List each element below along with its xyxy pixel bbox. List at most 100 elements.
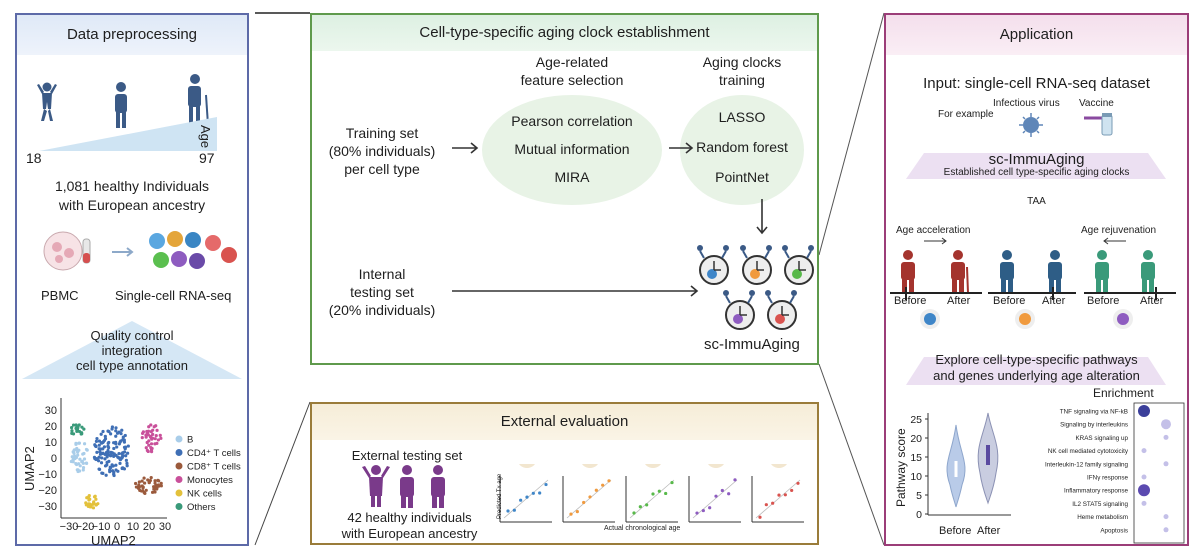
umap-point bbox=[70, 431, 74, 435]
umap-point bbox=[121, 438, 125, 442]
umap-point bbox=[145, 448, 149, 453]
umap-x-tick: 30 bbox=[159, 521, 171, 533]
violin-y-tick: 15 bbox=[910, 452, 922, 464]
legend-label: CD8⁺ T cells bbox=[187, 462, 241, 473]
umap-point bbox=[69, 459, 73, 464]
pathway-label: TNF signaling via NF-kB bbox=[1060, 409, 1128, 416]
umap-point bbox=[84, 461, 89, 465]
umap-point bbox=[153, 479, 157, 483]
legend-label: Others bbox=[187, 502, 216, 513]
test-set-line-1: Internal bbox=[358, 266, 406, 282]
eval-scatter bbox=[751, 464, 804, 523]
person-figure-icon bbox=[1095, 250, 1109, 293]
umap-point bbox=[156, 438, 160, 442]
train-set-line-3: per cell type bbox=[344, 161, 420, 177]
umap-point bbox=[72, 451, 76, 455]
umap-point bbox=[118, 457, 123, 462]
umap-point bbox=[153, 490, 157, 494]
umap-point bbox=[93, 443, 97, 447]
umap-point bbox=[82, 442, 87, 446]
external-evaluation-illustration bbox=[362, 464, 804, 523]
arrow-to-training-icon bbox=[669, 142, 694, 154]
umap-point bbox=[154, 433, 158, 438]
pathway-label: Signaling by interleukins bbox=[1060, 422, 1128, 429]
training-ellipse bbox=[680, 95, 804, 205]
umap-point bbox=[153, 437, 157, 441]
umap-point bbox=[140, 431, 145, 436]
umap-point bbox=[99, 432, 103, 436]
umap-point bbox=[77, 423, 81, 427]
umap-point bbox=[147, 443, 151, 447]
test-set-line-2: testing set bbox=[350, 284, 414, 300]
umap-point bbox=[107, 446, 111, 450]
umap-point bbox=[125, 464, 129, 468]
violin-y-tick: 0 bbox=[916, 509, 922, 521]
vaccine-icon bbox=[1084, 113, 1113, 136]
legend-label: B bbox=[187, 435, 193, 446]
umap-x-tick: 10 bbox=[127, 521, 139, 533]
umap-point bbox=[149, 442, 154, 446]
feature-methods-list: Pearson correlation Mutual information M… bbox=[487, 113, 657, 197]
enrichment-dot bbox=[1141, 500, 1147, 506]
before-label-1: Before bbox=[894, 295, 927, 307]
umap-point bbox=[146, 429, 151, 433]
eval-scatter bbox=[688, 464, 741, 523]
feature-method-0: Pearson correlation bbox=[511, 113, 633, 129]
umap-point bbox=[145, 440, 149, 445]
umap-x-tick: 20 bbox=[143, 521, 155, 533]
umap-point bbox=[116, 455, 120, 459]
enrichment-dot bbox=[1161, 419, 1171, 430]
acceleration-label: Age acceleration bbox=[896, 225, 971, 236]
umap-point bbox=[126, 451, 130, 455]
person-figure-icon bbox=[951, 250, 969, 294]
umap-point bbox=[114, 434, 118, 438]
umap-point bbox=[100, 451, 104, 456]
before-label-2: Before bbox=[993, 295, 1026, 307]
umap-y-tick: 20 bbox=[45, 421, 57, 433]
umap-x-tick: 0 bbox=[114, 521, 120, 533]
violin-xlabel-after: After bbox=[977, 525, 1001, 537]
preprocessing-title: Data preprocessing bbox=[66, 26, 198, 43]
umap-point bbox=[152, 425, 156, 429]
clock-icon bbox=[782, 245, 814, 285]
arrow-icon bbox=[112, 247, 134, 257]
umap-point bbox=[157, 479, 161, 483]
umap-point bbox=[82, 451, 86, 456]
aging-clocks-illustration bbox=[697, 245, 814, 330]
umap-point bbox=[81, 468, 85, 472]
umap-point bbox=[95, 436, 99, 441]
umap-point bbox=[147, 480, 152, 485]
umap-point bbox=[115, 445, 119, 449]
umap-x-tick: −20 bbox=[76, 521, 95, 533]
enrichment-dot bbox=[1138, 405, 1150, 417]
before-label-3: Before bbox=[1087, 295, 1120, 307]
umap-point bbox=[94, 439, 99, 444]
age-label: Age bbox=[198, 125, 213, 149]
umap-point bbox=[134, 481, 138, 486]
legend-label: CD4⁺ T cells bbox=[187, 448, 241, 459]
umap-point bbox=[144, 433, 148, 437]
umap-point bbox=[114, 426, 118, 430]
umap-point bbox=[107, 459, 111, 463]
umap-point bbox=[141, 489, 145, 493]
pathway-label: Apoptosis bbox=[1100, 527, 1128, 534]
feature-selection-heading: Age-related feature selection bbox=[487, 53, 657, 89]
umap-point bbox=[71, 423, 76, 427]
after-label-1: After bbox=[947, 295, 971, 307]
enrichment-dot bbox=[1138, 484, 1150, 497]
external-panel: External evaluation External testing set… bbox=[310, 402, 819, 545]
example-label: For example bbox=[938, 109, 994, 120]
umap-point bbox=[117, 451, 121, 456]
umap-point bbox=[153, 481, 157, 485]
model-banner bbox=[906, 153, 1166, 179]
umap-point bbox=[97, 439, 102, 443]
pathway-label: NK cell mediated cytotoxicity bbox=[1048, 448, 1129, 455]
umap-point bbox=[120, 466, 124, 470]
eval-xlabel: Actual chronological age bbox=[604, 525, 681, 532]
train-set-line-1: Training set bbox=[345, 125, 419, 141]
testing-set-label: Internal testing set (20% individuals) bbox=[312, 265, 452, 319]
